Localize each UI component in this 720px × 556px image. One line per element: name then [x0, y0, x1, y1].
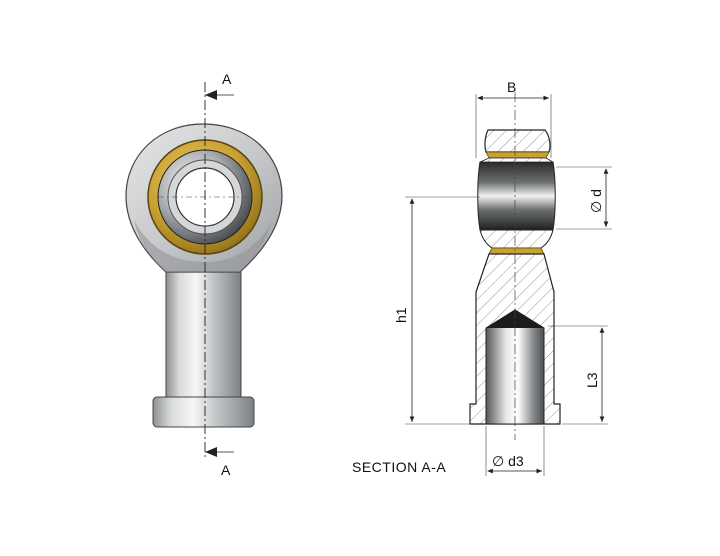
dim-label-thread-depth: L3 — [584, 372, 600, 388]
shank — [165, 267, 242, 407]
dim-label-bore: ∅ d — [588, 189, 604, 213]
base-collar — [152, 396, 255, 428]
section-marker-top: A — [222, 71, 232, 87]
dim-label-height: h1 — [393, 307, 409, 323]
dim-label-width: B — [507, 79, 516, 95]
rod-end-front-view: A A — [125, 71, 283, 478]
dim-label-thread-diameter: ∅ d3 — [492, 453, 524, 469]
section-marker-bottom: A — [221, 462, 231, 478]
eye-section-top — [484, 129, 551, 153]
ball-section — [477, 161, 556, 231]
section-view: B ∅ d h1 L3 ∅ d3 SECTION A-A — [352, 79, 612, 476]
section-caption: SECTION A-A — [352, 459, 446, 475]
